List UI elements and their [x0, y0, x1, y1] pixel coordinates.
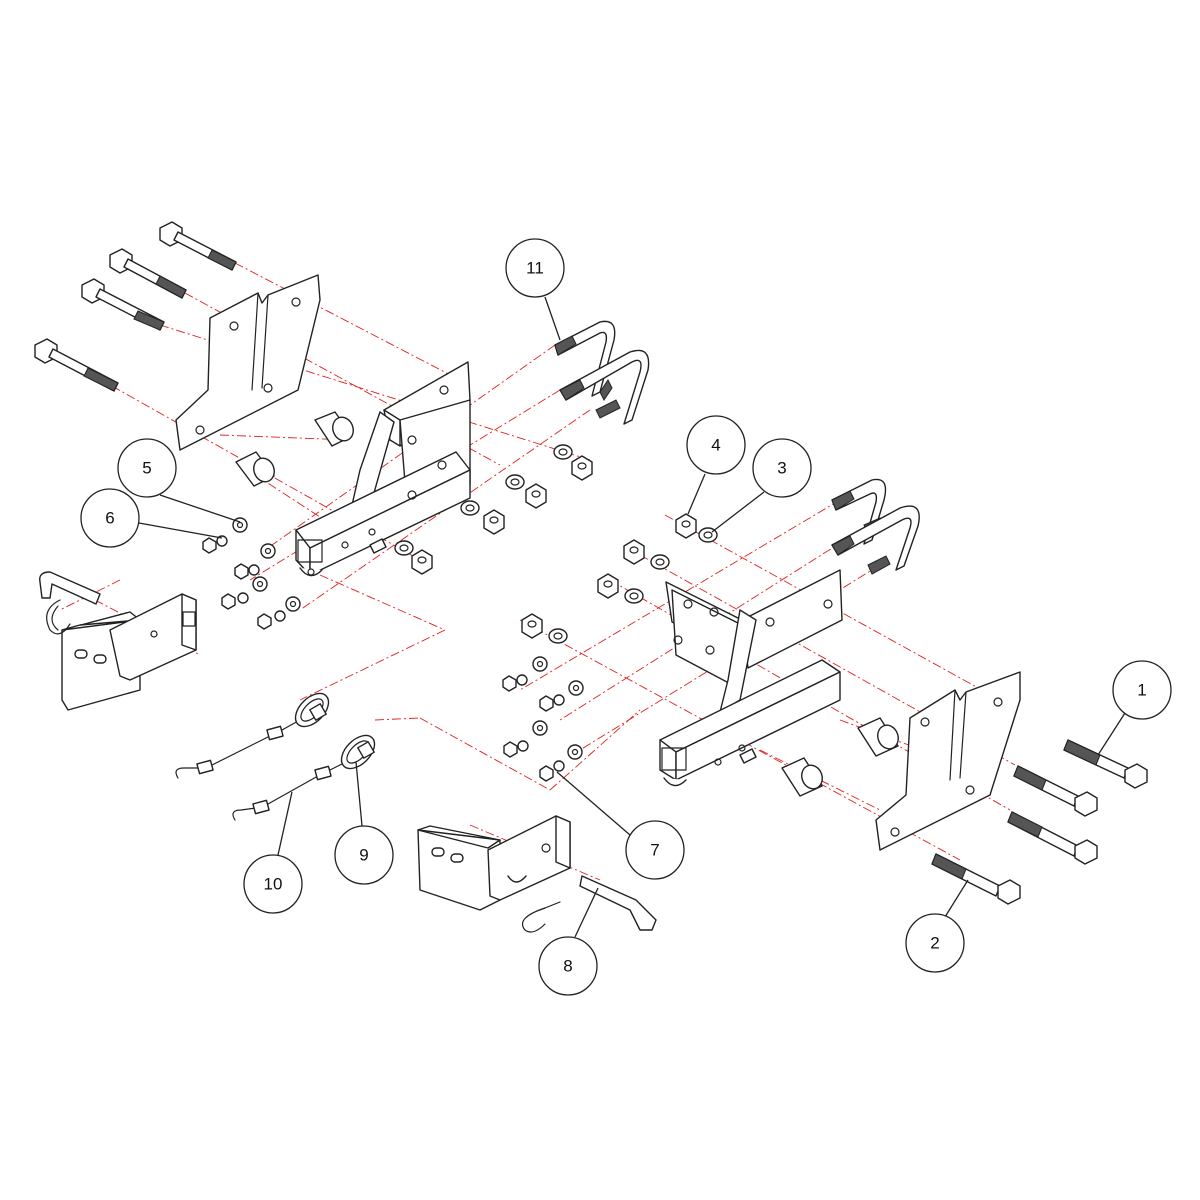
lock-nut-icon — [234, 563, 260, 580]
spacer-tube-icon — [781, 757, 823, 797]
left-spacers — [235, 411, 354, 487]
washer-icon — [285, 596, 301, 612]
lock-nut-icon — [257, 610, 286, 630]
callout-label: 11 — [526, 259, 544, 278]
washer-icon — [548, 628, 568, 644]
left-hitch-pin — [39, 571, 101, 635]
callout-5: 5 — [117, 438, 241, 523]
callout-7: 7 — [556, 771, 685, 880]
right-mount-plate — [875, 671, 1021, 851]
nut-icon — [411, 549, 433, 575]
right-upper-hardware — [521, 513, 718, 644]
callout-label: 8 — [563, 957, 572, 976]
callout-label: 3 — [777, 459, 786, 478]
lock-nut-icon — [539, 760, 565, 782]
callout-9: 9 — [334, 761, 394, 885]
right-spacers — [781, 717, 899, 797]
left-upper-hardware — [394, 444, 593, 575]
callout-10: 10 — [243, 791, 303, 914]
callout-label: 4 — [711, 436, 720, 455]
nut-icon — [597, 573, 619, 599]
callout-8: 8 — [538, 887, 599, 996]
right-receiver-hitch — [417, 815, 571, 911]
washer-icon — [532, 656, 548, 672]
callout-11: 11 — [505, 238, 565, 341]
right-u-bolts — [831, 478, 920, 575]
callout-4: 4 — [686, 415, 746, 515]
callout-1: 1 — [1097, 660, 1172, 756]
nut-icon — [483, 509, 505, 535]
right-long-bolts — [931, 739, 1148, 905]
washer-icon — [624, 588, 644, 604]
left-u-bolts — [554, 320, 650, 425]
left-receiver-hitch — [61, 593, 197, 711]
lock-nut-icon — [539, 694, 565, 712]
washer-icon — [650, 554, 670, 570]
right-frame-bracket — [659, 569, 843, 787]
bolt-icon — [34, 338, 119, 392]
callout-label: 7 — [650, 841, 659, 860]
washer-icon — [252, 576, 268, 592]
washer-icon — [460, 500, 480, 516]
nut-icon — [675, 513, 697, 539]
bolt-icon — [1007, 811, 1098, 865]
left-long-bolts — [34, 221, 237, 392]
bolt-icon — [931, 853, 1021, 905]
washer-icon — [532, 720, 548, 736]
washer-icon — [553, 444, 573, 460]
washer-icon — [567, 744, 583, 760]
bolt-icon — [1063, 739, 1148, 789]
bolt-icon — [109, 248, 187, 299]
cable-icon — [175, 692, 330, 779]
left-mount-plate — [175, 274, 321, 451]
washer-icon — [568, 680, 584, 696]
callout-label: 1 — [1137, 681, 1146, 700]
callout-label: 2 — [930, 934, 939, 953]
u-bolt-icon — [559, 349, 650, 425]
lock-nut-icon — [503, 740, 529, 758]
callout-label: 5 — [142, 459, 151, 478]
spacer-tube-icon — [235, 451, 275, 487]
cable-icon — [232, 734, 376, 821]
callout-label: 10 — [264, 875, 283, 894]
right-small-hardware — [502, 656, 584, 782]
left-frame-bracket — [295, 361, 471, 577]
nut-icon — [571, 455, 593, 481]
left-small-hardware — [202, 517, 301, 630]
nut-icon — [623, 539, 645, 565]
nut-icon — [525, 483, 547, 509]
callout-label: 6 — [105, 509, 114, 528]
u-bolt-icon — [831, 505, 920, 575]
safety-cables — [175, 692, 376, 821]
bolt-icon — [81, 278, 165, 331]
lock-nut-icon — [202, 535, 228, 554]
washer-icon — [505, 474, 525, 490]
spacer-tube-icon — [857, 717, 899, 757]
right-hitch-pin — [521, 875, 657, 933]
callout-6: 6 — [80, 488, 223, 548]
washer-icon — [260, 543, 276, 559]
bolt-icon — [1013, 765, 1098, 817]
washer-icon — [394, 540, 414, 556]
nut-icon — [521, 613, 543, 639]
callout-2: 2 — [905, 879, 969, 973]
callout-3: 3 — [711, 438, 812, 533]
callouts: 11 4 3 5 6 1 7 — [80, 238, 1172, 996]
lock-nut-icon — [221, 592, 249, 610]
callout-label: 9 — [359, 846, 368, 865]
bolt-icon — [159, 221, 237, 271]
lock-nut-icon — [502, 674, 528, 692]
spacer-tube-icon — [314, 411, 354, 447]
